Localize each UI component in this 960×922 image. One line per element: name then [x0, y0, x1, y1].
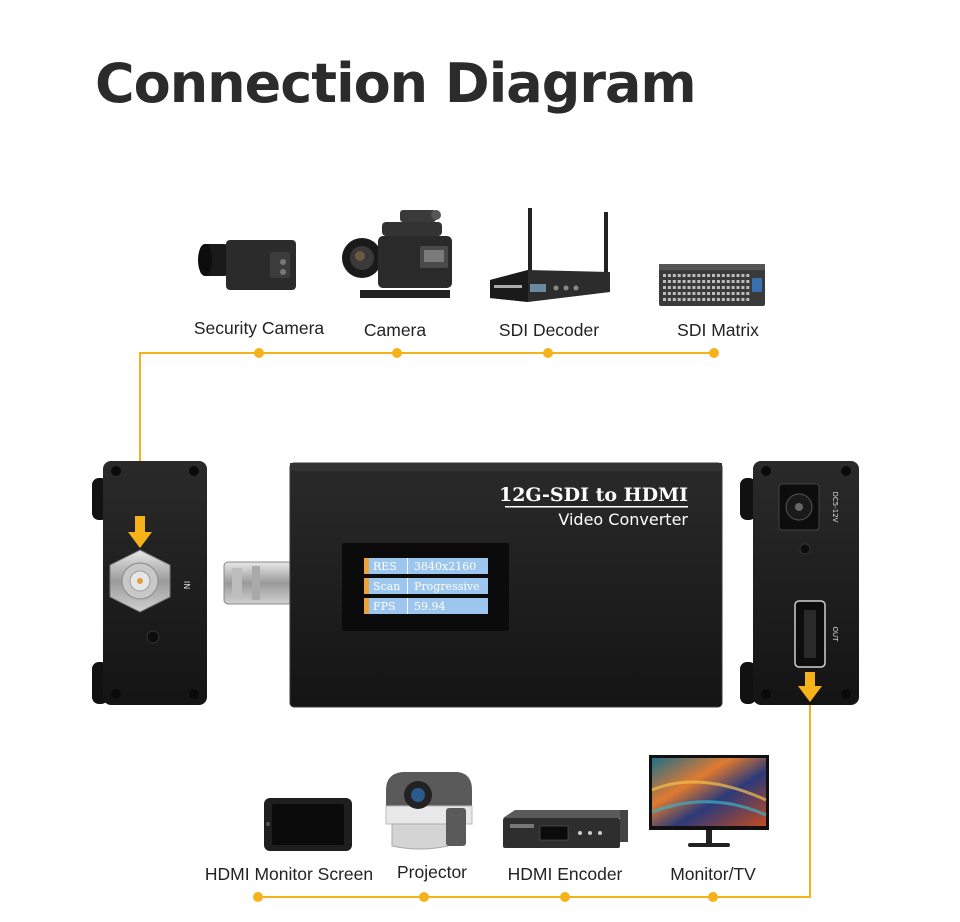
out-port-label: OUT	[831, 627, 839, 643]
monitor-tv-icon	[649, 755, 769, 847]
sdi-matrix-icon	[659, 264, 765, 306]
output-connection-line	[253, 700, 811, 902]
input-arrow-icon	[128, 516, 152, 548]
dc-power-port	[778, 483, 820, 531]
projector-icon	[385, 772, 473, 850]
lcd-display: RES 3840x2160 Scan Progressive FPS 59.94	[342, 543, 509, 631]
hdmi-monitor-screen-icon	[264, 798, 352, 851]
output-arrow-icon	[798, 672, 822, 702]
brand-underline	[505, 506, 688, 508]
input-label-sdi-matrix: SDI Matrix	[677, 320, 759, 340]
lcd-res-value: 3840x2160	[414, 560, 476, 573]
sdi-decoder-icon	[490, 208, 610, 302]
hdmi-output-port	[794, 600, 826, 668]
sdi-input-port	[109, 549, 171, 613]
hdmi-encoder-icon	[503, 810, 628, 848]
security-camera-icon	[198, 240, 296, 290]
cinema-camera-icon	[342, 210, 452, 298]
lcd-row: Scan Progressive	[364, 578, 488, 594]
output-label-monitor-tv: Monitor/TV	[670, 864, 756, 884]
lcd-res-key: RES	[373, 560, 397, 573]
lcd-scan-value: Progressive	[414, 580, 480, 593]
lcd-fps-value: 59.94	[414, 600, 446, 613]
bnc-connector	[223, 561, 293, 605]
page-title: Connection Diagram	[95, 52, 697, 115]
output-label-hdmi-encoder: HDMI Encoder	[507, 864, 623, 884]
input-connection-line	[139, 348, 719, 508]
brand-subtitle: Video Converter	[558, 510, 688, 529]
output-label-projector: Projector	[396, 862, 468, 882]
in-port-label: IN	[182, 581, 191, 589]
input-label-sdi-decoder: SDI Decoder	[498, 320, 600, 340]
lcd-row: RES 3840x2160	[364, 558, 488, 574]
output-label-hdmi-monitor-screen: HDMI Monitor Screen	[204, 864, 374, 884]
lcd-fps-key: FPS	[373, 600, 396, 613]
lcd-scan-key: Scan	[373, 580, 400, 593]
input-label-camera: Camera	[363, 320, 427, 340]
lcd-row: FPS 59.94	[364, 598, 488, 614]
input-label-security-camera: Security Camera	[193, 318, 325, 338]
brand-title: 12G-SDI to HDMI	[499, 484, 688, 506]
power-port-label: DC5-12V	[831, 492, 839, 523]
